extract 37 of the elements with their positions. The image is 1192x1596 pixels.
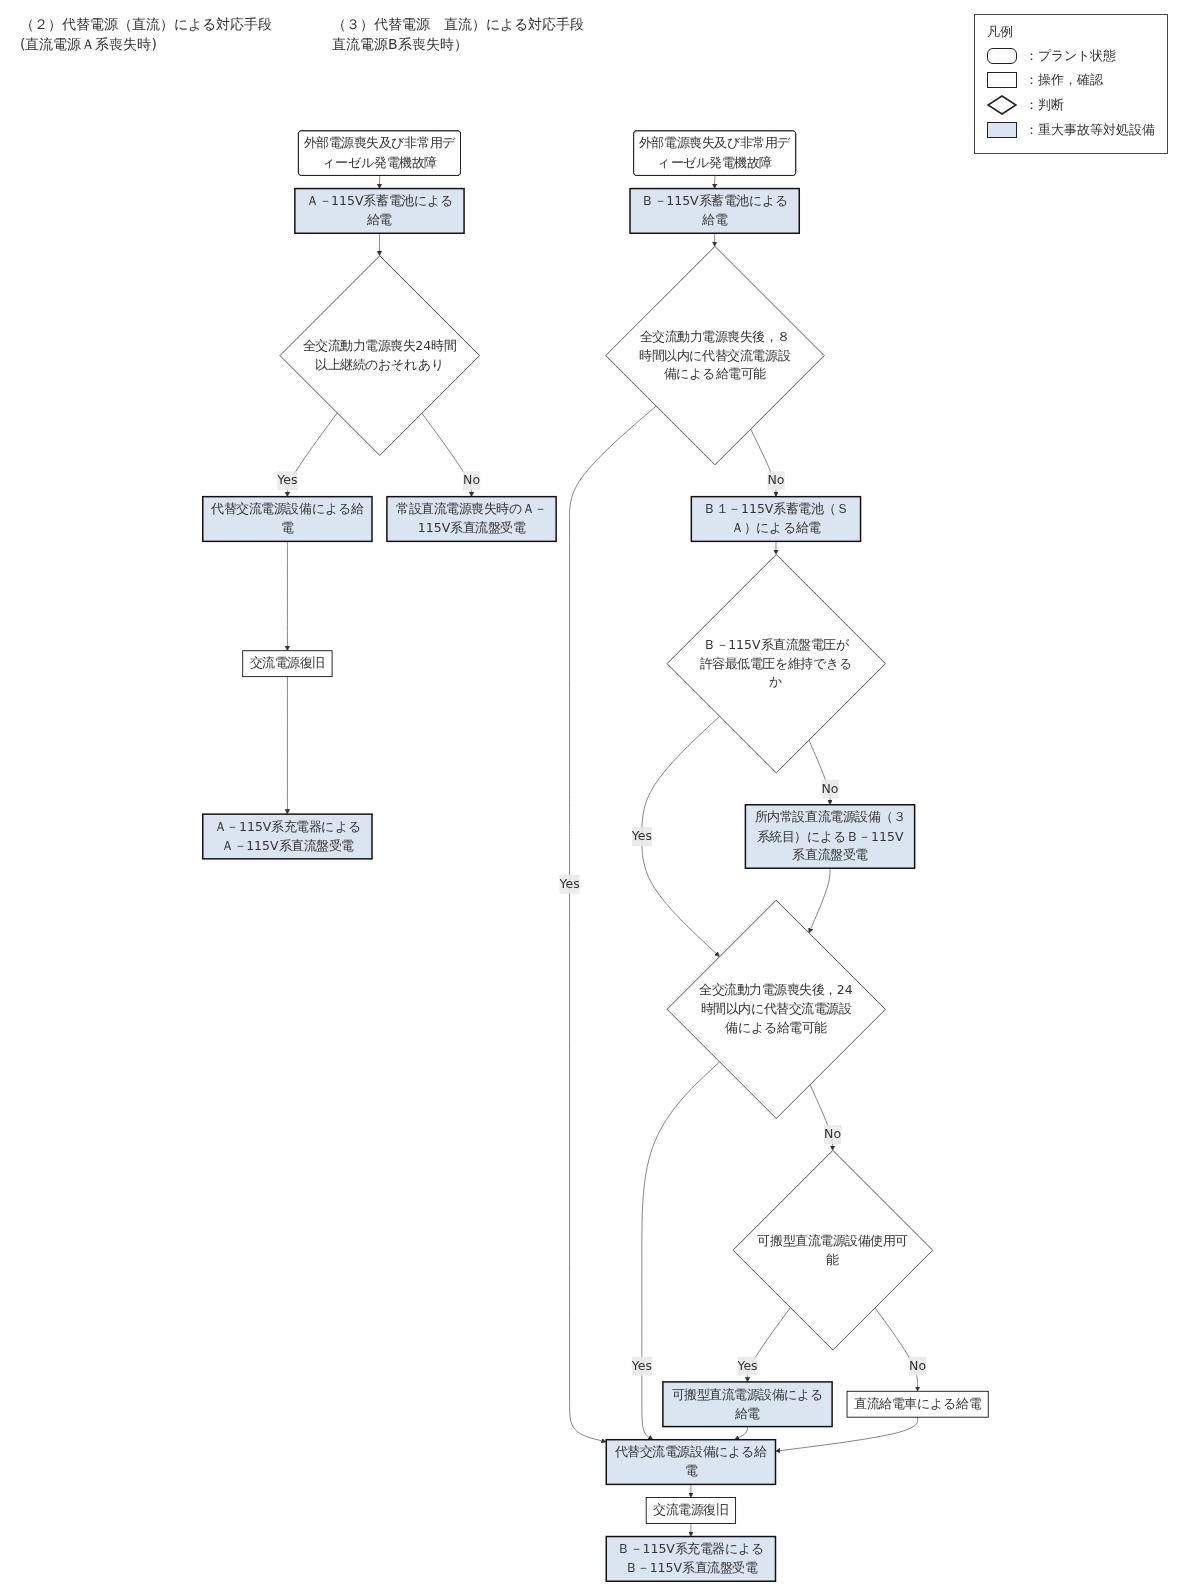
- node-diamond: 可搬型直流電源設備使用可能: [733, 1150, 934, 1351]
- section-heading: （２）代替電源（直流）による対応手段: [20, 16, 272, 34]
- legend-text: ：操作，確認: [1025, 71, 1103, 89]
- section-heading: 直流電源B系喪失時）: [332, 36, 469, 54]
- node-box: 常設直流電源喪失時のＡ－115V系直流盤受電: [386, 495, 558, 543]
- node-diamond: 全交流動力電源喪失後，24時間以内に代替交流電源設備による給電可能: [667, 899, 887, 1119]
- node-box: 交流電源復旧: [646, 1497, 737, 1524]
- node-box: Ａ－115V系蓄電池による給電: [294, 187, 466, 234]
- edge-label: Yes: [737, 1358, 759, 1373]
- edge-label: No: [909, 1358, 927, 1373]
- node-diamond: 全交流動力電源喪失後，８時間以内に代替交流電源設備による給電可能: [605, 246, 825, 466]
- legend-text: ：判断: [1025, 96, 1064, 114]
- node-box: 代替交流電源設備による給電: [606, 1438, 777, 1486]
- node-box: 代替交流電源設備による給電: [202, 495, 374, 543]
- edge-label: No: [463, 473, 481, 488]
- edge-label: No: [821, 781, 840, 796]
- node-box: 直流給電車による給電: [847, 1390, 990, 1418]
- node-box: 交流電源復旧: [242, 650, 333, 678]
- edge-label: No: [767, 473, 785, 488]
- legend-text: ：プラント状態: [1025, 47, 1116, 65]
- legend-title: 凡例: [987, 23, 1014, 41]
- edge-label: Yes: [277, 473, 298, 488]
- node-box: 可搬型直流電源設備による給電: [662, 1381, 834, 1428]
- section-heading: （３）代替電源 直流）による対応手段: [332, 16, 584, 34]
- node-box: Ｂ－115V系充電器によるＢ－115V系直流盤受電: [606, 1535, 777, 1582]
- edge-label: No: [824, 1126, 842, 1142]
- node-box: 所内常設直流電源設備（３系統目）によるＢ－115V系直流盤受電: [745, 804, 916, 869]
- node-diamond: 全交流動力電源喪失24時間以上継続のおそれあり: [280, 255, 481, 456]
- node-box: Ｂ１－115V系蓄電池（ＳＡ）による給電: [691, 495, 862, 543]
- edge-label: Yes: [632, 828, 653, 844]
- node-box: Ａ－115V系充電器によるＡ－115V系直流盤受電: [202, 813, 374, 860]
- edge-label: Yes: [559, 876, 581, 891]
- node-box: Ｂ－115V系蓄電池による給電: [629, 187, 801, 234]
- node-diamond: Ｂ－115V系直流盤電圧が許容最低電圧を維持できるか: [667, 554, 887, 774]
- edge-label: Yes: [632, 1358, 653, 1373]
- legend-text: ：重大事故等対処設備: [1025, 121, 1155, 139]
- section-heading: (直流電源Ａ系喪失時): [20, 36, 158, 54]
